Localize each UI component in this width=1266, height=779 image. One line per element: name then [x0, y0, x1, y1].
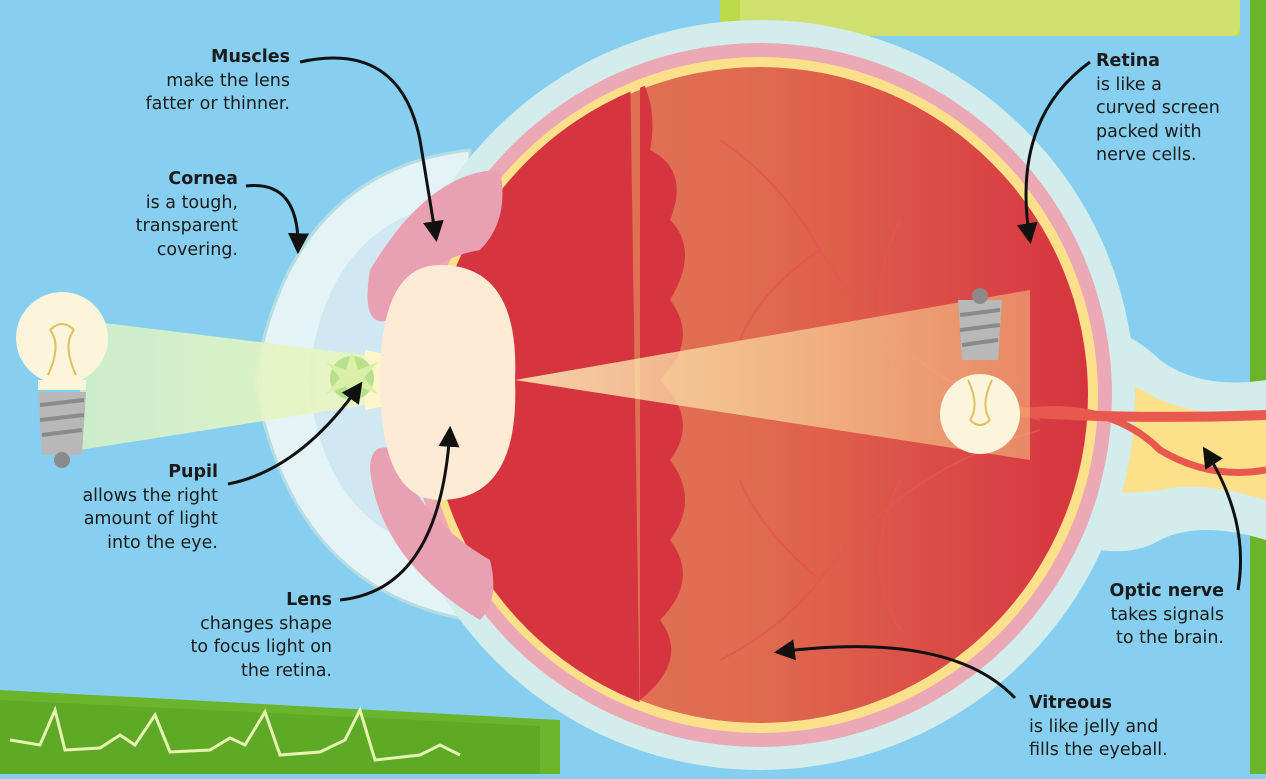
- label-vitreous: Vitreous is like jelly and fills the eye…: [1029, 692, 1209, 763]
- label-cornea: Cornea is a tough, transparent covering.: [110, 168, 238, 262]
- label-retina: Retina is like a curved screen packed wi…: [1096, 50, 1246, 168]
- label-optic-nerve-desc: takes signals to the brain.: [1060, 604, 1224, 651]
- label-lens-title: Lens: [150, 589, 332, 613]
- label-vitreous-desc: is like jelly and fills the eyeball.: [1029, 716, 1209, 763]
- label-muscles-title: Muscles: [110, 46, 290, 70]
- label-pupil-title: Pupil: [40, 461, 218, 485]
- label-cornea-desc: is a tough, transparent covering.: [110, 192, 238, 263]
- label-muscles: Muscles make the lens fatter or thinner.: [110, 46, 290, 117]
- label-muscles-desc: make the lens fatter or thinner.: [110, 70, 290, 117]
- label-cornea-title: Cornea: [110, 168, 238, 192]
- label-retina-desc: is like a curved screen packed with nerv…: [1096, 74, 1246, 168]
- label-pupil: Pupil allows the right amount of light i…: [40, 461, 218, 555]
- label-vitreous-title: Vitreous: [1029, 692, 1209, 716]
- label-lens-desc: changes shape to focus light on the reti…: [150, 613, 332, 684]
- label-pupil-desc: allows the right amount of light into th…: [40, 485, 218, 556]
- label-retina-title: Retina: [1096, 50, 1246, 74]
- cornea-pointer: [246, 186, 298, 250]
- label-optic-nerve: Optic nerve takes signals to the brain.: [1060, 580, 1224, 651]
- label-optic-nerve-title: Optic nerve: [1060, 580, 1224, 604]
- label-lens: Lens changes shape to focus light on the…: [150, 589, 332, 683]
- heartbeat-line-icon: [0, 690, 560, 774]
